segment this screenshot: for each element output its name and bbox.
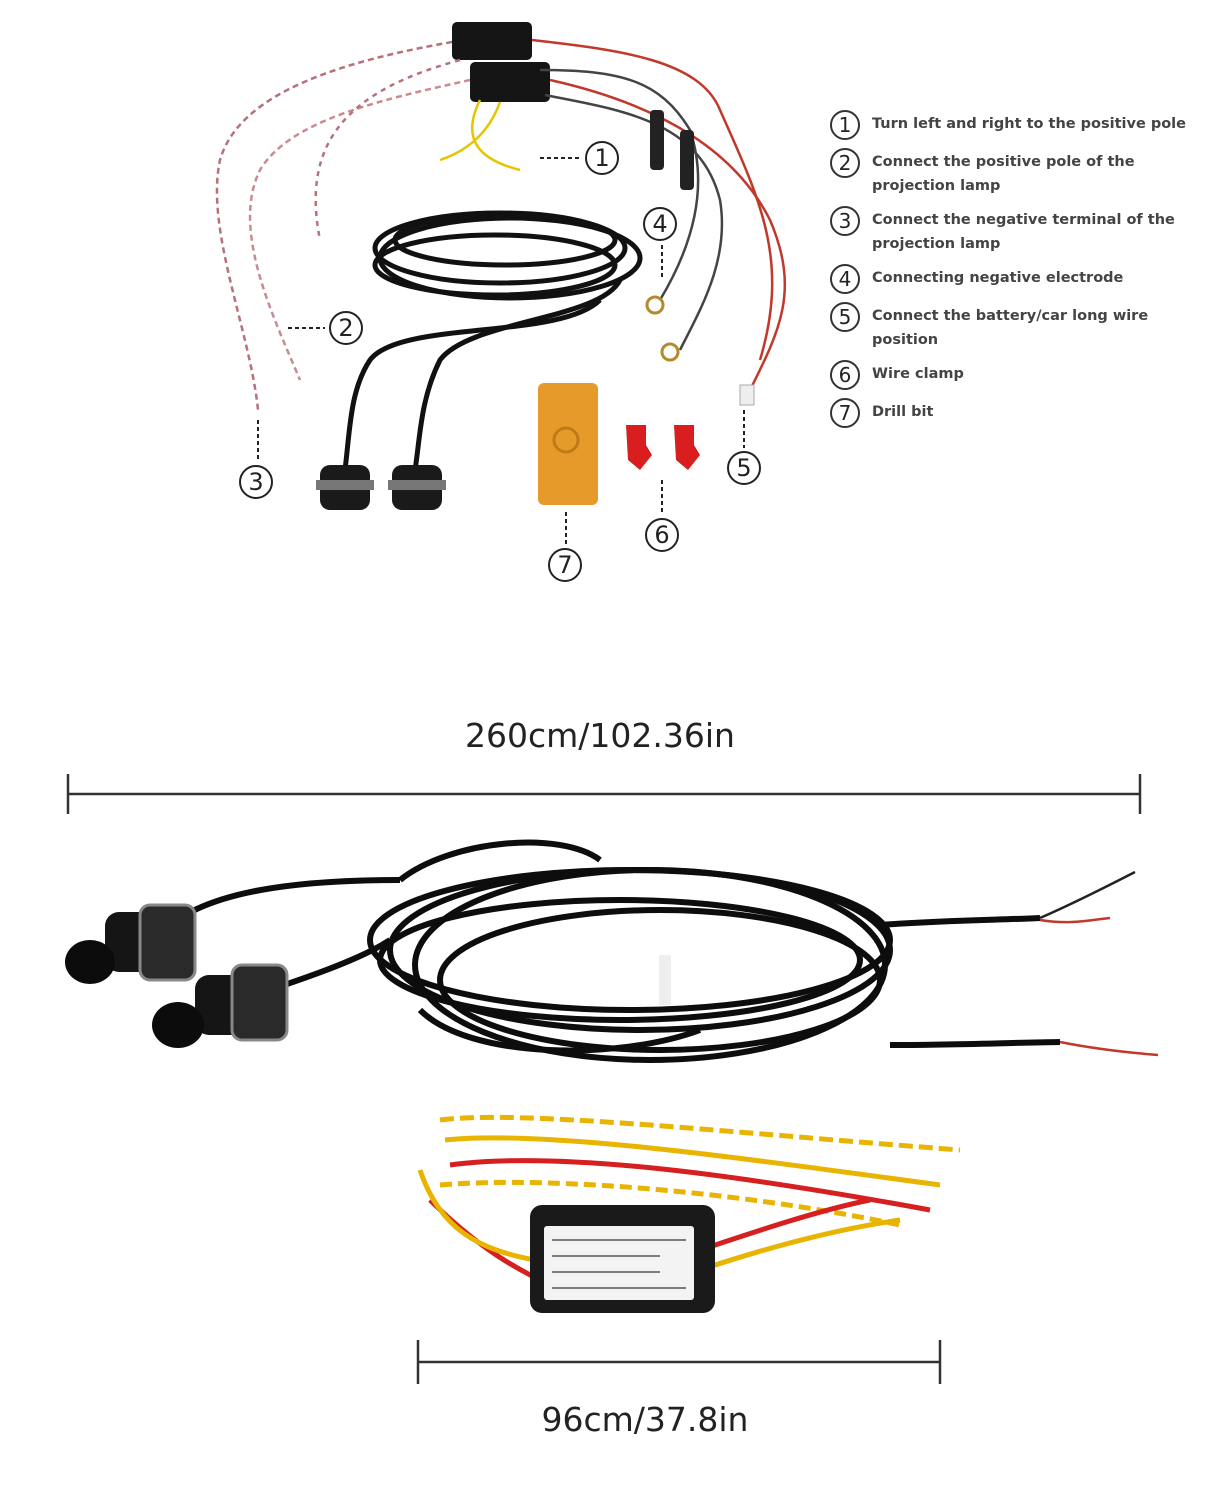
wire-red-2	[549, 78, 787, 391]
legend: 1 Turn left and right to the positive po…	[830, 110, 1220, 438]
callout-3: 3	[248, 468, 263, 496]
callouts	[239, 141, 761, 582]
callout-6: 6	[654, 521, 669, 549]
wire-yellow-2	[470, 99, 521, 172]
legend-number: 7	[830, 398, 860, 428]
cable-end-wires	[1039, 870, 1159, 1057]
legend-number: 1	[830, 110, 860, 140]
legend-number: 2	[830, 148, 860, 178]
callout-5: 5	[736, 454, 751, 482]
legend-text: Connect the negative terminal of the pro…	[872, 212, 1175, 252]
legend-text: Connect the positive pole of the project…	[872, 154, 1135, 194]
wire-yellow-1	[439, 101, 502, 162]
coiled-cable-main	[157, 839, 1061, 1063]
legend-item-5: 5 Connect the battery/car long wire posi…	[830, 302, 1220, 352]
legend-item-6: 6 Wire clamp	[830, 360, 1220, 390]
legend-item-1: 1 Turn left and right to the positive po…	[830, 110, 1220, 140]
legend-text: Turn left and right to the positive pole	[872, 116, 1186, 132]
wire-neg-1	[539, 68, 700, 301]
callout-1: 1	[594, 144, 609, 172]
legend-text: Connecting negative electrode	[872, 270, 1124, 286]
legend-item-3: 3 Connect the negative terminal of the p…	[830, 206, 1220, 256]
legend-number: 4	[830, 264, 860, 294]
legend-number: 6	[830, 360, 860, 390]
callout-4: 4	[652, 210, 667, 238]
callout-2: 2	[338, 314, 353, 342]
projector-lamps-top	[316, 465, 446, 510]
wire-2b	[314, 58, 461, 241]
legend-item-7: 7 Drill bit	[830, 398, 1220, 428]
control-box-1	[452, 22, 532, 60]
control-boxes	[452, 22, 550, 102]
control-box-2	[470, 62, 550, 102]
legend-item-4: 4 Connecting negative electrode	[830, 264, 1220, 294]
legend-text: Drill bit	[872, 404, 934, 420]
wire-3	[215, 40, 453, 411]
drill-bit-logo	[552, 426, 580, 454]
cable-tie	[659, 955, 671, 1005]
harness-box-label	[544, 1226, 694, 1300]
fuse-holder-2	[680, 130, 694, 190]
short-harness-length-label: 96cm/37.8in	[541, 1400, 749, 1439]
wire-neg-2	[544, 93, 724, 351]
callout-7: 7	[557, 551, 572, 579]
legend-number: 3	[830, 206, 860, 236]
dimension-line-long	[66, 774, 1142, 814]
legend-item-2: 2 Connect the positive pole of the proje…	[830, 148, 1220, 198]
connector-5	[739, 384, 755, 406]
legend-text: Wire clamp	[872, 366, 964, 382]
legend-text: Connect the battery/car long wire positi…	[872, 308, 1149, 348]
harness-wires	[417, 1114, 961, 1283]
wire-red-long	[531, 38, 774, 361]
long-cable-length-label: 260cm/102.36in	[465, 716, 735, 755]
ring-terminals	[645, 295, 680, 362]
drill-bit-box	[538, 383, 598, 505]
fuse-holder-1	[650, 110, 664, 170]
legend-number: 5	[830, 302, 860, 332]
coiled-cable-top	[342, 210, 643, 471]
wire-clamps	[626, 425, 700, 470]
wire-2	[248, 78, 471, 381]
projector-lamps-main	[65, 903, 289, 1048]
dimension-line-short	[416, 1340, 942, 1384]
